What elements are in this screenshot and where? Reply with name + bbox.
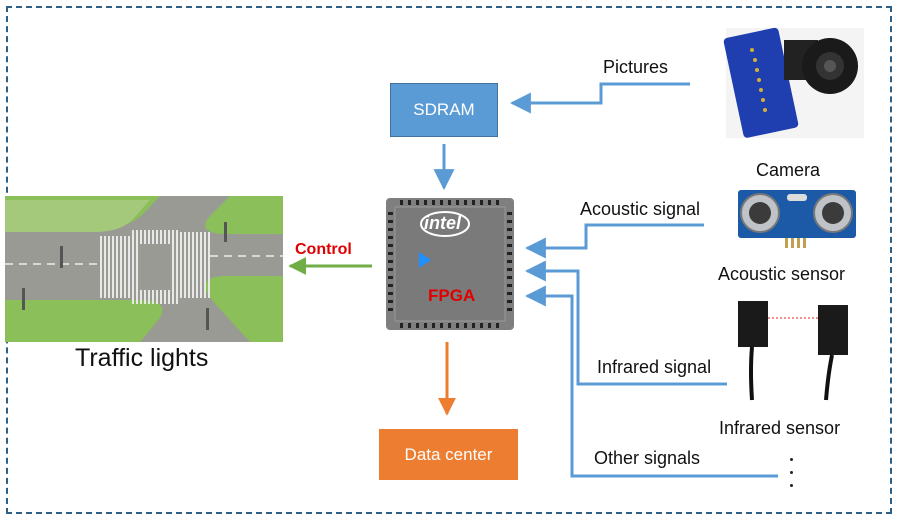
acoustic-sensor-label: Acoustic sensor — [718, 264, 846, 284]
data-center-box: Data center — [379, 429, 518, 480]
infrared-sensor-image — [738, 301, 848, 401]
control-label: Control — [295, 241, 352, 258]
arrow-pictures — [509, 82, 690, 114]
arrow-infrared — [524, 260, 727, 386]
fpga-chip-icon — [386, 198, 514, 330]
infrared-signal-label: Infrared signal — [597, 357, 712, 377]
arrow-other — [524, 285, 778, 478]
camera-label: Camera — [756, 160, 821, 180]
camera-module-image — [723, 27, 864, 138]
traffic-lights-title: Traffic lights — [75, 344, 209, 372]
ellipsis-dots — [790, 458, 796, 497]
sdram-box: SDRAM — [390, 83, 498, 137]
fpga-label: FPGA — [428, 286, 476, 305]
other-signals-label: Other signals — [594, 448, 701, 468]
pictures-label: Pictures — [603, 57, 669, 77]
ultrasonic-sensor-image — [738, 190, 856, 248]
intel-logo: intel — [424, 213, 462, 233]
acoustic-signal-label: Acoustic signal — [580, 199, 701, 219]
infrared-sensor-label: Infrared sensor — [719, 418, 841, 438]
arrow-acoustic — [524, 223, 704, 259]
intersection-image — [5, 196, 283, 342]
